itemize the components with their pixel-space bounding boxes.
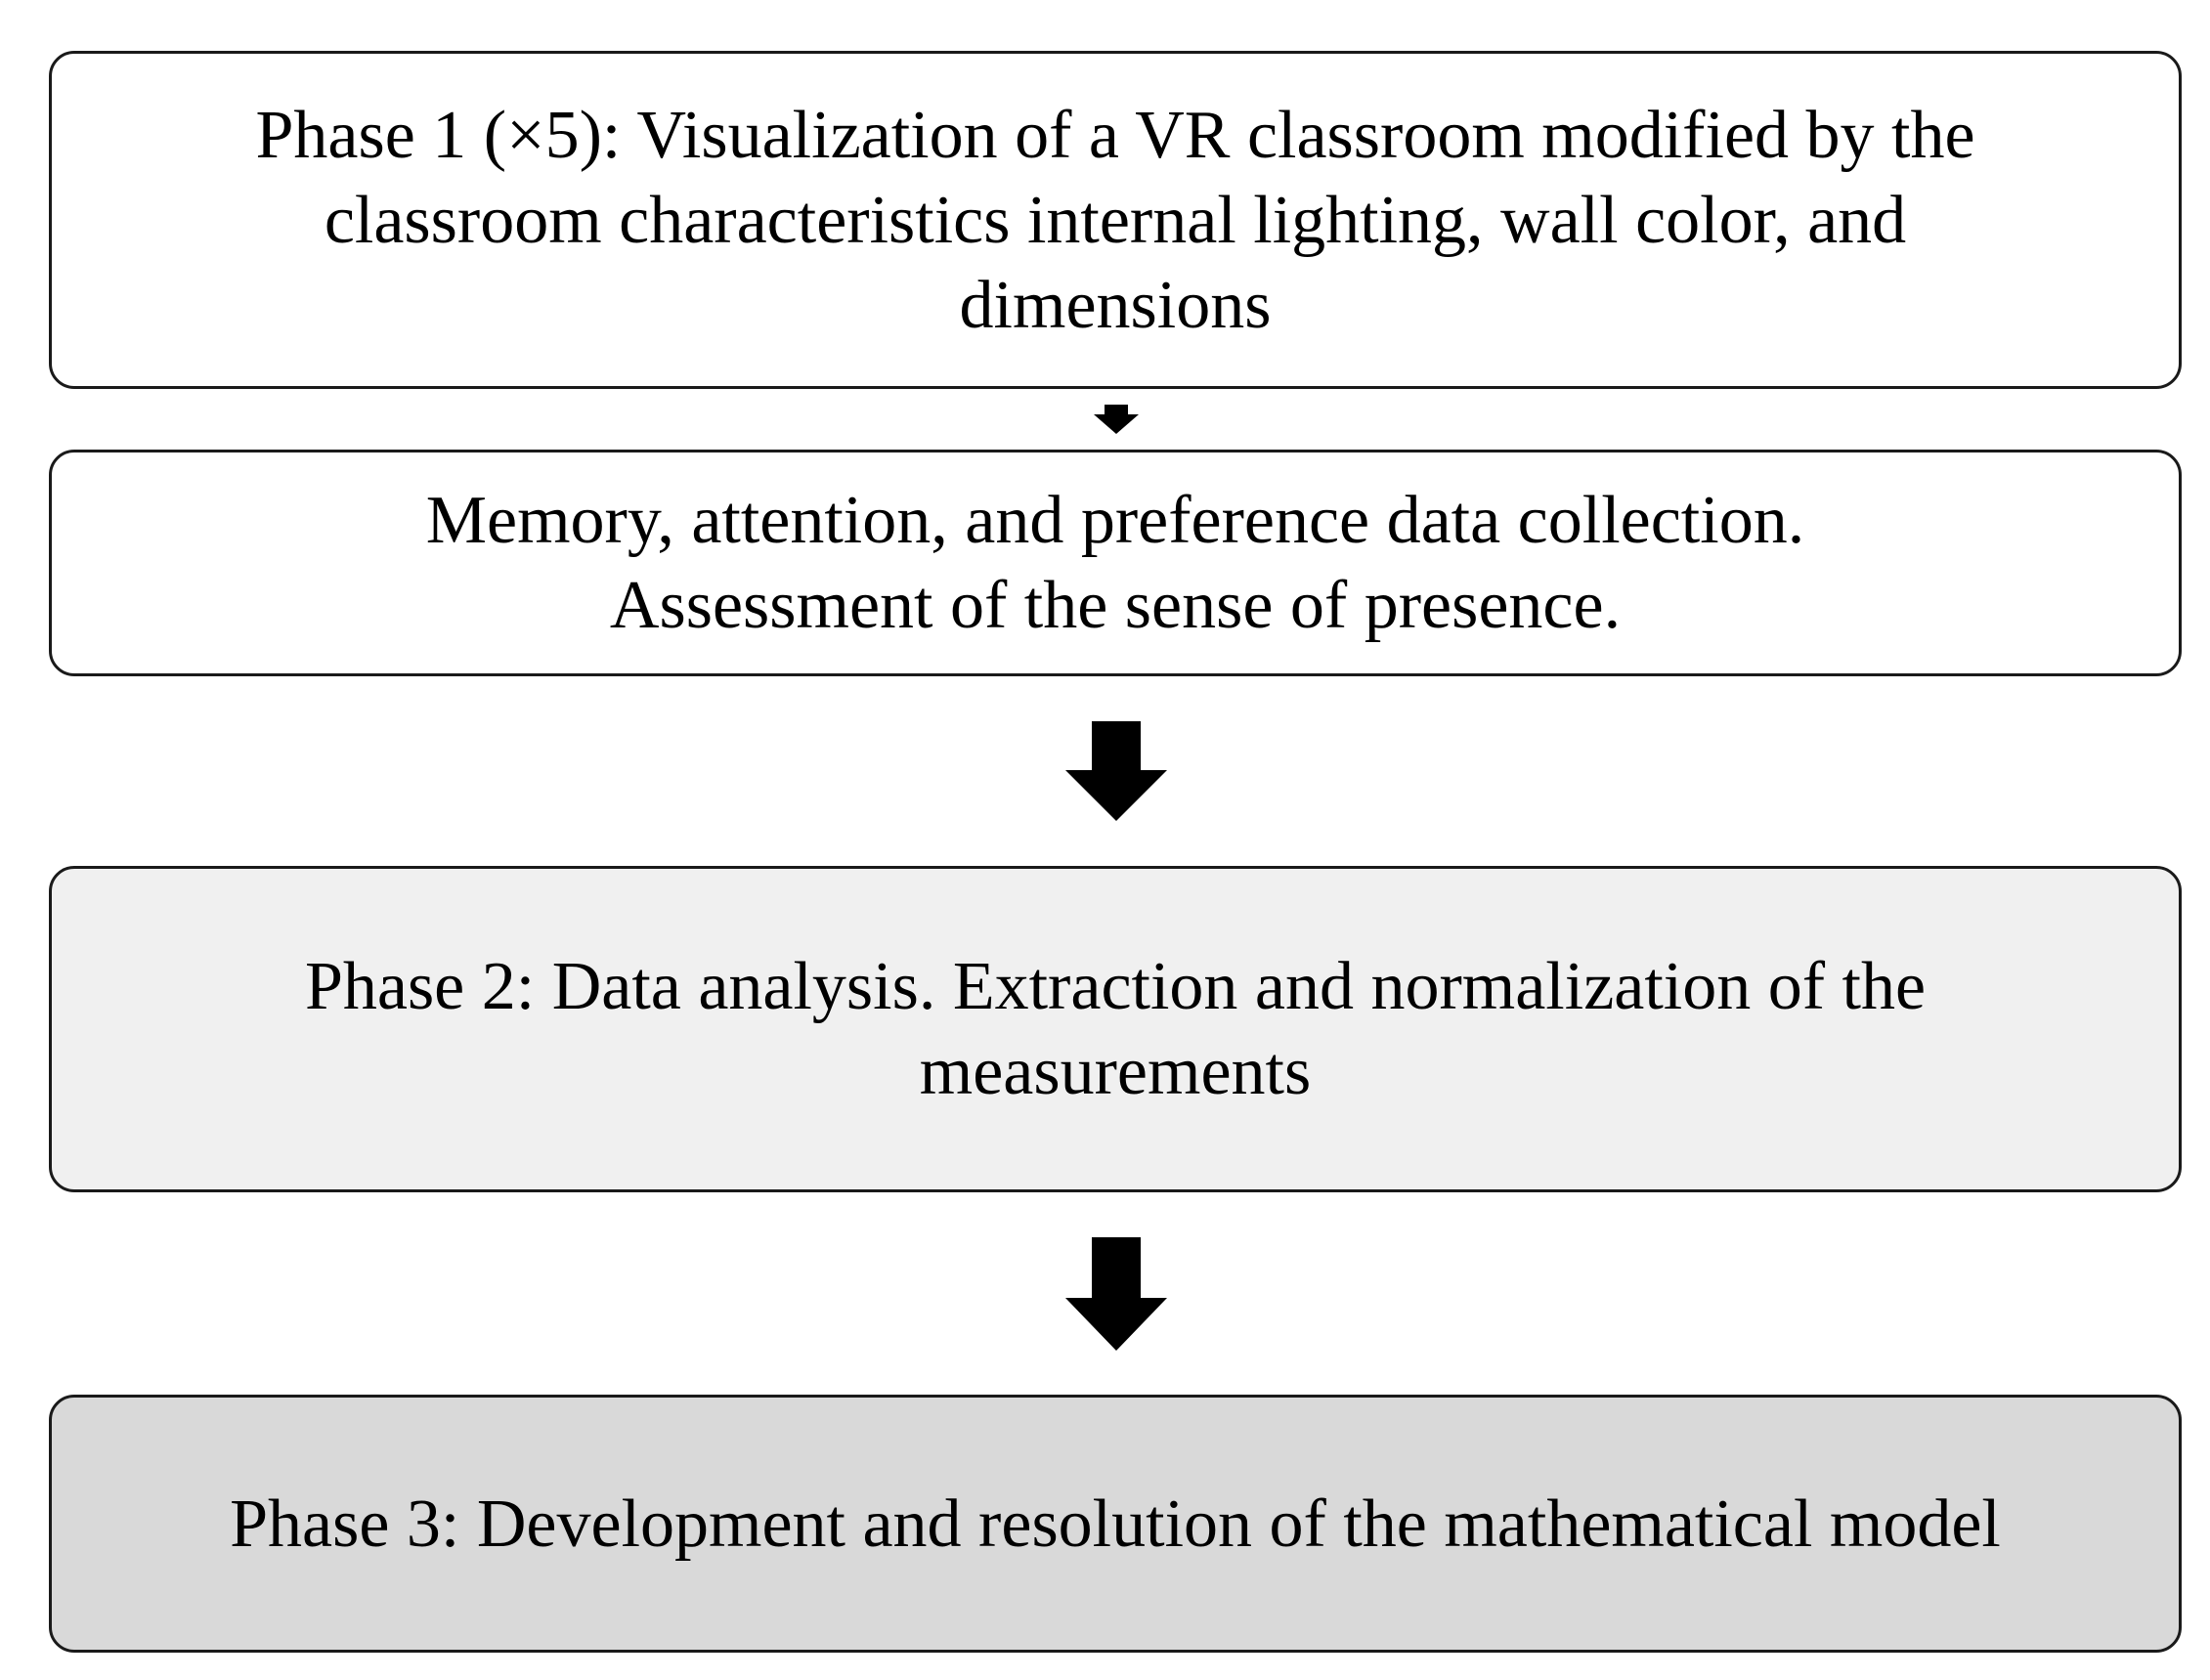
arrow-shape <box>1065 721 1167 821</box>
down-arrow-icon <box>1094 405 1139 434</box>
down-arrow-icon <box>1065 1237 1167 1351</box>
phase2-box: Phase 2: Data analysis. Extraction and n… <box>49 866 2182 1192</box>
phase1-box: Phase 1 (×5): Visualization of a VR clas… <box>49 51 2182 389</box>
data-collection-text: Memory, attention, and preference data c… <box>425 483 1805 643</box>
phase2-text: Phase 2: Data analysis. Extraction and n… <box>304 949 1927 1109</box>
arrow-shape <box>1065 1237 1167 1351</box>
phase3-box: Phase 3: Development and resolution of t… <box>49 1395 2182 1653</box>
phase3-text: Phase 3: Development and resolution of t… <box>230 1486 2001 1562</box>
down-arrow-icon <box>1065 721 1167 821</box>
data-collection-box: Memory, attention, and preference data c… <box>49 450 2182 676</box>
arrow-shape <box>1094 405 1139 434</box>
phase1-text: Phase 1 (×5): Visualization of a VR clas… <box>255 97 1975 343</box>
